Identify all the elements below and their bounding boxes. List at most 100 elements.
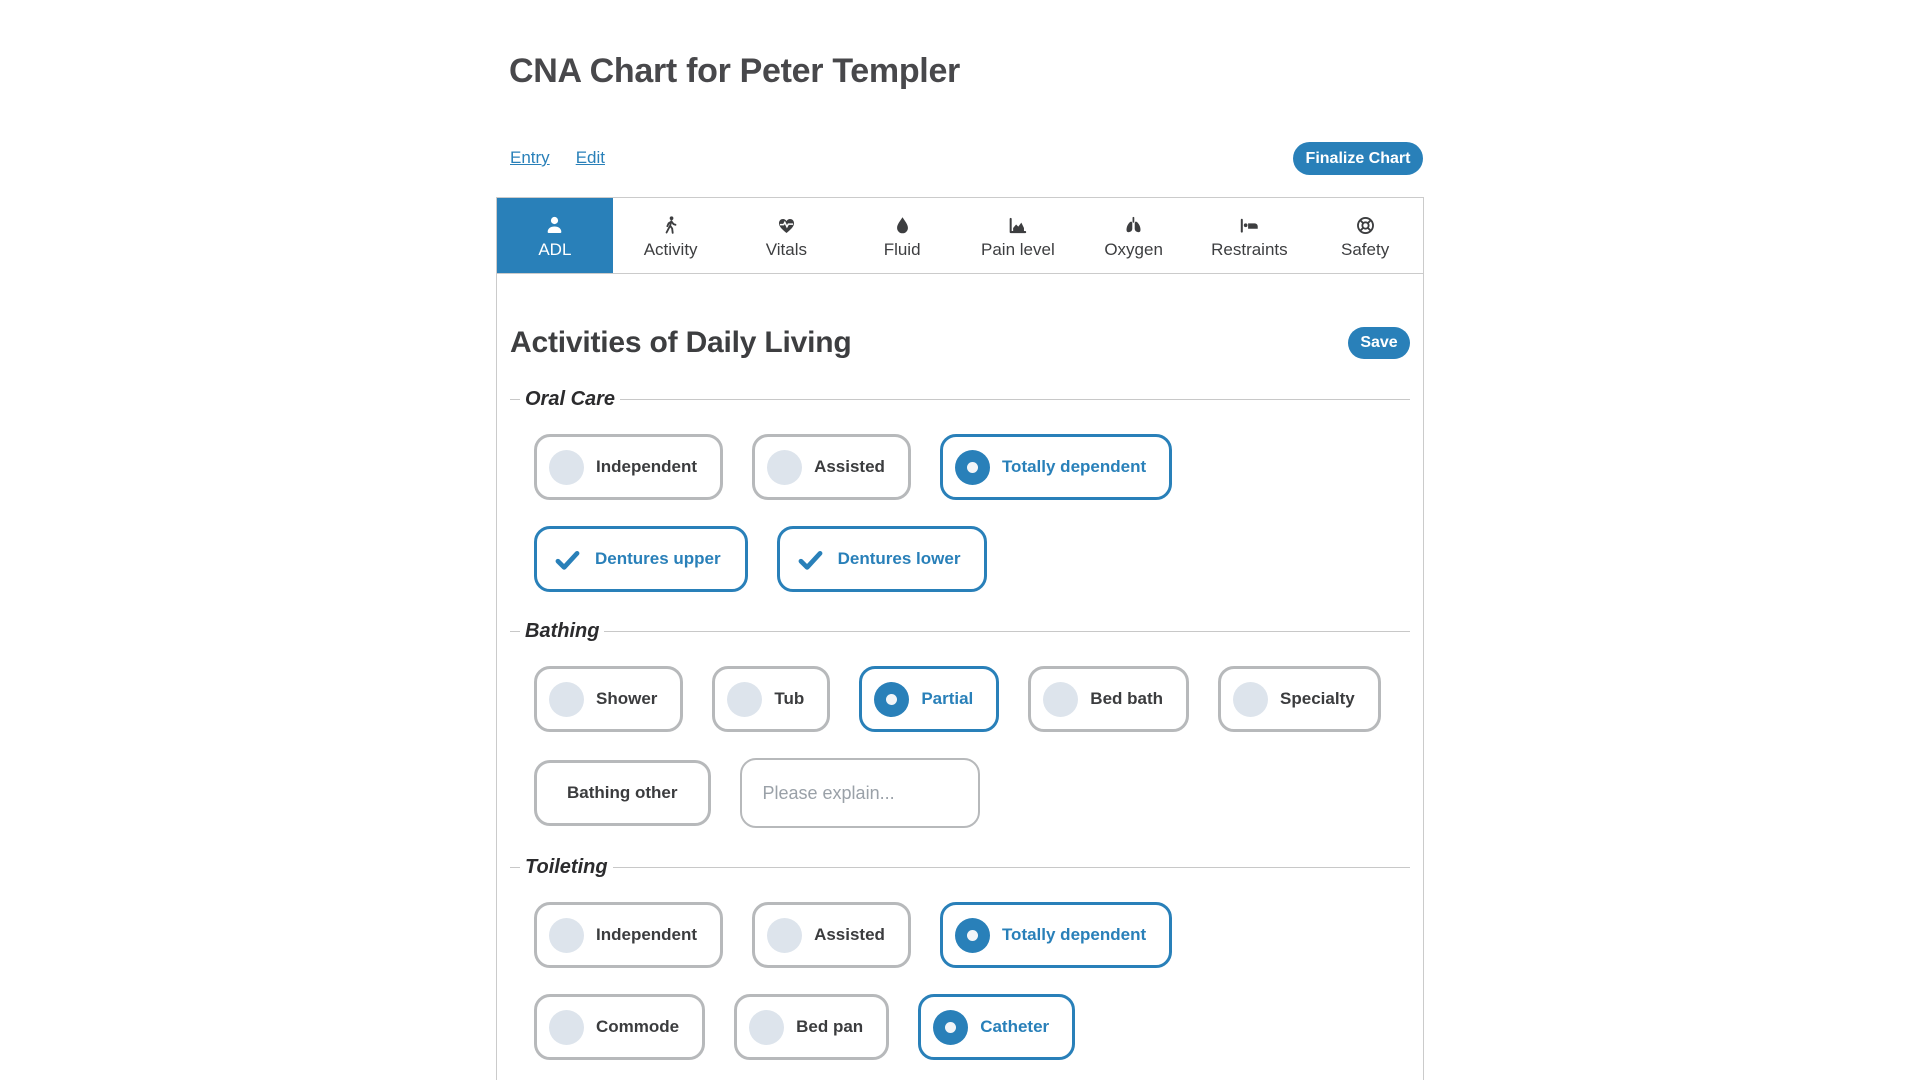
walking-icon <box>660 215 681 236</box>
section-legend: Bathing <box>510 619 1410 643</box>
radio-circle-icon <box>767 449 803 485</box>
option-label: Bathing other <box>567 783 678 802</box>
bed-icon <box>1239 215 1260 236</box>
radio-tub[interactable]: Tub <box>712 666 831 732</box>
radio-circle-icon <box>767 917 803 953</box>
radio-bed-pan[interactable]: Bed pan <box>734 994 890 1060</box>
tab-label: Restraints <box>1211 240 1288 259</box>
option-label: Totally dependent <box>1001 457 1147 476</box>
checkbox-dentures-lower[interactable]: Dentures lower <box>776 526 988 592</box>
area-chart-icon <box>1007 215 1028 236</box>
heart-pulse-icon <box>776 215 797 236</box>
option-label: Independent <box>596 457 698 476</box>
option-label: Partial <box>921 689 974 708</box>
radio-totally-dependent[interactable]: Totally dependent <box>939 902 1173 968</box>
droplet-icon <box>892 215 913 236</box>
panel-heading: Activities of Daily Living <box>510 326 852 359</box>
radio-totally-dependent[interactable]: Totally dependent <box>939 434 1173 500</box>
tab-label: Oxygen <box>1104 240 1163 259</box>
tab-label: Fluid <box>883 240 921 259</box>
section-legend-text: Bathing <box>525 619 600 642</box>
checkmark-icon <box>552 546 583 573</box>
option-row: Dentures upper Dentures lower <box>534 526 1410 592</box>
option-bathing-other[interactable]: Bathing other <box>534 760 711 826</box>
tab-adl[interactable]: ADL <box>497 198 613 273</box>
tab-label: Activity <box>643 240 698 259</box>
checkmark-icon <box>795 546 826 573</box>
option-label: Specialty <box>1280 689 1355 708</box>
option-row: Independent Assisted Totally dependent <box>534 902 1410 968</box>
section-legend-text: Oral Care <box>525 387 616 410</box>
radio-circle-icon <box>749 1009 785 1045</box>
option-label: Commode <box>596 1017 680 1036</box>
option-label: Catheter <box>980 1017 1050 1036</box>
radio-specialty[interactable]: Specialty <box>1218 666 1381 732</box>
radio-catheter[interactable]: Catheter <box>918 994 1076 1060</box>
option-label: Bed bath <box>1090 689 1164 708</box>
radio-independent[interactable]: Independent <box>534 902 724 968</box>
radio-assisted[interactable]: Assisted <box>752 902 911 968</box>
section-legend: Toileting <box>510 855 1410 879</box>
tab-safety[interactable]: Safety <box>1307 198 1423 273</box>
radio-circle-icon <box>727 681 763 717</box>
radio-assisted[interactable]: Assisted <box>752 434 911 500</box>
option-label: Shower <box>596 689 658 708</box>
tab-activity[interactable]: Activity <box>612 198 729 273</box>
radio-circle-icon <box>1043 681 1079 717</box>
option-label: Totally dependent <box>1001 925 1147 944</box>
tab-label: ADL <box>538 240 572 259</box>
life-ring-icon <box>1355 215 1376 236</box>
section-legend: Oral Care <box>510 387 1410 411</box>
explain-input[interactable] <box>739 758 980 828</box>
person-icon <box>544 215 565 236</box>
lungs-icon <box>1123 215 1144 236</box>
tab-label: Safety <box>1341 240 1390 259</box>
entry-link[interactable]: Entry <box>510 148 550 167</box>
radio-circle-icon <box>549 917 584 953</box>
tab-pain-level[interactable]: Pain level <box>960 198 1076 273</box>
radio-shower[interactable]: Shower <box>534 666 684 732</box>
radio-circle-icon <box>933 1009 969 1045</box>
tab-restraints[interactable]: Restraints <box>1191 198 1308 273</box>
tab-oxygen[interactable]: Oxygen <box>1075 198 1192 273</box>
radio-partial[interactable]: Partial <box>859 666 1000 732</box>
option-row: Shower Tub Partial Bed bath Specialty <box>534 666 1410 732</box>
option-label: Tub <box>774 689 805 708</box>
view-links: Entry Edit <box>510 148 605 168</box>
option-row: Independent Assisted Totally dependent <box>534 434 1410 500</box>
radio-circle-icon <box>1233 681 1269 717</box>
edit-link[interactable]: Edit <box>575 148 605 167</box>
radio-independent[interactable]: Independent <box>534 434 724 500</box>
panel-content: Activities of Daily Living Save Oral Car… <box>497 326 1423 1060</box>
section-legend-text: Toileting <box>525 855 608 878</box>
radio-circle-icon <box>954 449 990 485</box>
option-label: Independent <box>596 925 698 944</box>
tab-fluid[interactable]: Fluid <box>844 198 960 273</box>
radio-circle-icon <box>549 449 584 485</box>
finalize-chart-button[interactable]: Finalize Chart <box>1293 142 1423 175</box>
radio-bed-bath[interactable]: Bed bath <box>1028 666 1190 732</box>
content-header: Activities of Daily Living Save <box>510 326 1410 360</box>
option-row: Commode Bed pan Catheter <box>534 994 1410 1060</box>
option-label: Dentures lower <box>837 549 961 568</box>
radio-commode[interactable]: Commode <box>534 994 706 1060</box>
save-button[interactable]: Save <box>1348 327 1410 359</box>
tab-vitals[interactable]: Vitals <box>728 198 845 273</box>
option-row: Bathing other <box>534 758 1410 828</box>
radio-circle-icon <box>549 1009 584 1045</box>
page-title: CNA Chart for Peter Templer <box>509 52 960 90</box>
radio-circle-icon <box>874 681 910 717</box>
option-label: Dentures upper <box>595 549 721 568</box>
radio-circle-icon <box>954 917 990 953</box>
option-label: Assisted <box>814 457 885 476</box>
option-label: Bed pan <box>796 1017 864 1036</box>
radio-circle-icon <box>549 681 584 717</box>
checkbox-dentures-upper[interactable]: Dentures upper <box>534 526 748 592</box>
